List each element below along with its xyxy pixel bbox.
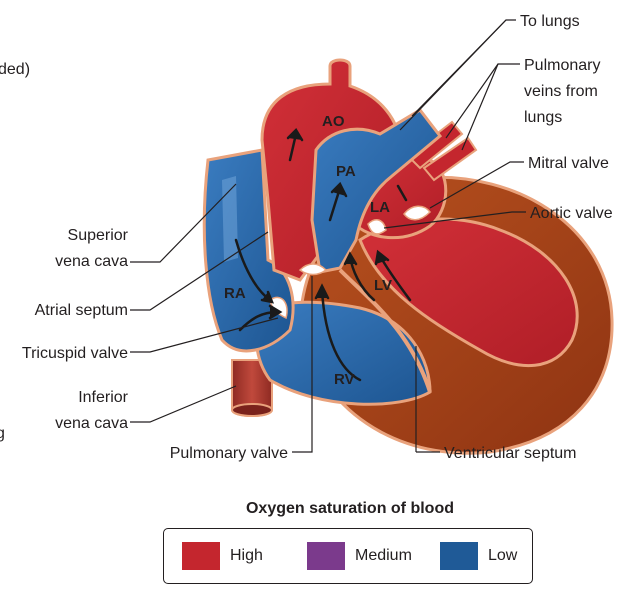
label-to-lungs: To lungs bbox=[520, 13, 580, 30]
label-ventricular-septum: Ventricular septum bbox=[444, 445, 577, 462]
label-ao: AO bbox=[322, 113, 345, 130]
label-pulmonary-veins-line3: lungs bbox=[524, 109, 562, 126]
legend-item-medium: Medium bbox=[307, 542, 412, 570]
swatch-high bbox=[182, 542, 220, 570]
label-tricuspid-valve: Tricuspid valve bbox=[22, 345, 128, 362]
label-superior-vena-cava-line1: Superior bbox=[68, 227, 129, 244]
label-pulmonary-veins-line2: veins from bbox=[524, 83, 598, 100]
cut-off-text-top: ded) bbox=[0, 61, 30, 78]
legend-label-medium: Medium bbox=[355, 547, 412, 565]
label-pulmonary-valve: Pulmonary valve bbox=[170, 445, 288, 462]
label-inferior-vena-cava-line1: Inferior bbox=[78, 389, 128, 406]
legend-item-low: Low bbox=[440, 542, 517, 570]
legend-title: Oxygen saturation of blood bbox=[170, 500, 530, 518]
swatch-low bbox=[440, 542, 478, 570]
label-pa: PA bbox=[336, 163, 356, 180]
superior-vena-cava-lumen bbox=[222, 176, 238, 262]
legend-label-high: High bbox=[230, 547, 263, 565]
label-la: LA bbox=[370, 199, 390, 216]
legend: High Medium Low bbox=[163, 528, 533, 584]
cut-off-text-bottom: g bbox=[0, 425, 5, 442]
legend-label-low: Low bbox=[488, 547, 517, 565]
label-pulmonary-veins-line1: Pulmonary bbox=[524, 57, 600, 74]
label-lv: LV bbox=[374, 277, 392, 294]
label-rv: RV bbox=[334, 371, 355, 388]
swatch-medium bbox=[307, 542, 345, 570]
legend-item-high: High bbox=[182, 542, 263, 570]
label-inferior-vena-cava-line2: vena cava bbox=[55, 415, 128, 432]
label-superior-vena-cava-line2: vena cava bbox=[55, 253, 128, 270]
label-aortic-valve: Aortic valve bbox=[530, 205, 613, 222]
label-mitral-valve: Mitral valve bbox=[528, 155, 609, 172]
label-ra: RA bbox=[224, 285, 246, 302]
label-atrial-septum: Atrial septum bbox=[35, 302, 128, 319]
